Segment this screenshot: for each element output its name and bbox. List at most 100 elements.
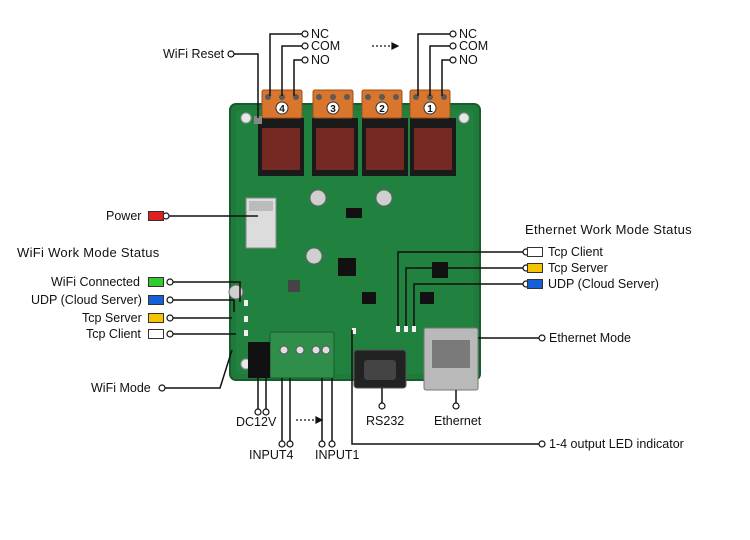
leader-wifi-connected — [168, 281, 241, 302]
label-ethernet: Ethernet — [434, 414, 482, 428]
leader-dot — [378, 402, 386, 410]
led — [404, 326, 408, 332]
leader-dot — [254, 408, 262, 416]
terminal-screw — [330, 94, 336, 100]
leader-dot — [158, 384, 166, 392]
relay-4-coil — [262, 128, 300, 170]
terminal-screw — [393, 94, 399, 100]
label-input4: INPUT4 — [249, 448, 294, 462]
leader-no-4 — [293, 59, 302, 96]
leader-dot — [538, 440, 546, 448]
tcp-server-right-swatch — [527, 263, 543, 273]
relay-number-1: 1 — [427, 104, 433, 115]
wifi-status-title: WiFi Work Mode Status — [17, 245, 160, 260]
continuation-arrows — [296, 42, 400, 424]
chip-top — [346, 208, 362, 218]
relay-1-coil — [414, 128, 452, 170]
terminal-screw — [344, 94, 350, 100]
udp-left-swatch — [148, 295, 164, 305]
label-tcp-server-right: Tcp Server — [548, 261, 608, 275]
leader-com-4 — [281, 45, 302, 96]
label-tcp-client-left: Tcp Client — [86, 327, 141, 341]
components — [228, 116, 448, 304]
leader-wifi-reset — [234, 53, 259, 118]
input-screw — [279, 345, 289, 355]
led — [352, 328, 356, 334]
tcp-client-left-swatch — [148, 329, 164, 339]
ethernet-socket — [432, 340, 470, 368]
label-tcp-server-left: Tcp Server — [82, 311, 142, 325]
relay-terminals: 4 3 2 1 — [261, 89, 451, 119]
leader-udp-left — [168, 299, 235, 312]
leader-dot — [227, 50, 235, 58]
wifi-module-antenna — [249, 201, 273, 211]
label-udp-left: UDP (Cloud Server) — [31, 293, 142, 307]
label-rs232: RS232 — [366, 414, 405, 428]
label-nc-4: NC — [311, 27, 330, 41]
input-terminal — [269, 331, 335, 379]
led — [244, 300, 248, 306]
relay-2-coil — [366, 128, 404, 170]
relays — [258, 118, 456, 176]
leader-dot — [449, 30, 457, 38]
relay-number-2: 2 — [379, 104, 385, 115]
relay-3-coil — [316, 128, 354, 170]
leader-dot — [538, 334, 546, 342]
wifi-connected-swatch — [148, 277, 164, 287]
mount-hole — [240, 112, 252, 124]
leader-nc-1 — [417, 33, 450, 96]
led — [412, 326, 416, 332]
leader-dot — [166, 278, 174, 286]
chip-eth — [432, 262, 448, 278]
label-output-led: 1-4 output LED indicator — [549, 437, 684, 451]
reset-button — [254, 116, 262, 124]
label-ethernet-mode: Ethernet Mode — [549, 331, 631, 345]
label-no-4: NO — [311, 53, 330, 67]
leader-dot — [166, 296, 174, 304]
tcp-client-right-swatch — [527, 247, 543, 257]
eth-status-title: Ethernet Work Mode Status — [525, 222, 692, 237]
label-nc-1: NC — [459, 27, 478, 41]
leader-dot — [262, 408, 270, 416]
arrow-relays-head — [391, 42, 400, 50]
leader-lines — [162, 33, 540, 445]
leader-no-1 — [441, 59, 450, 96]
label-com-1: COM — [459, 39, 489, 53]
terminal-screw — [316, 94, 322, 100]
relay-number-4: 4 — [279, 104, 285, 115]
label-input1: INPUT1 — [315, 448, 360, 462]
leader-dot — [166, 330, 174, 338]
leader-dot — [318, 440, 326, 448]
power-led-swatch — [148, 211, 164, 221]
relay-number-3: 3 — [330, 104, 336, 115]
terminal-screw — [365, 94, 371, 100]
leader-dot — [328, 440, 336, 448]
rs232-face — [364, 360, 396, 380]
led — [244, 316, 248, 322]
dc-jack — [248, 342, 270, 378]
leader-dot — [301, 42, 309, 50]
input-screw — [321, 345, 331, 355]
label-dc12v: DC12V — [236, 415, 277, 429]
leader-dot — [301, 56, 309, 64]
input-screw — [295, 345, 305, 355]
leader-com-1 — [429, 45, 450, 96]
input-screw — [311, 345, 321, 355]
leader-udp-right — [413, 283, 524, 326]
leader-dot — [301, 30, 309, 38]
relay-number-badge — [326, 101, 340, 115]
terminal-screw — [427, 94, 433, 100]
label-wifi-mode: WiFi Mode — [91, 381, 151, 395]
board-leds — [244, 300, 416, 336]
label-tcp-client-right: Tcp Client — [548, 245, 603, 259]
led — [396, 326, 400, 332]
leader-dot — [452, 402, 460, 410]
leader-tcp-client-right — [397, 251, 524, 326]
label-power: Power — [106, 209, 142, 223]
inductor — [288, 280, 300, 292]
leader-dot — [278, 440, 286, 448]
terminal-screw — [379, 94, 385, 100]
arrow-inputs-head — [315, 416, 324, 424]
capacitor-1 — [309, 189, 327, 207]
